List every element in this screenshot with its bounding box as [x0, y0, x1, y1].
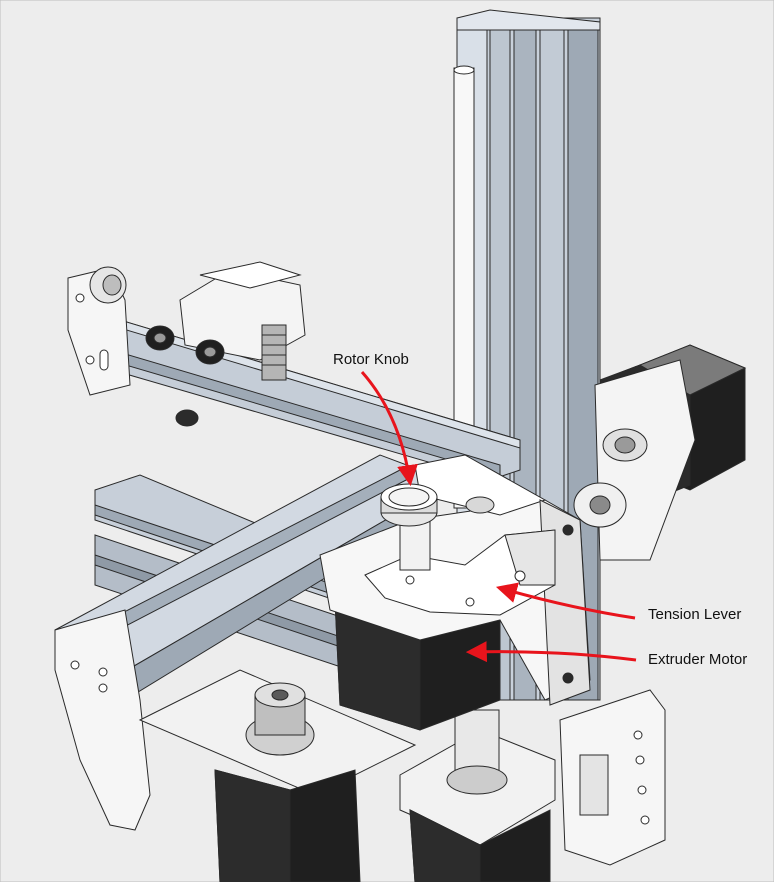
rotor-knob-arrow — [360, 371, 418, 487]
rotor-knob — [380, 483, 438, 571]
extruder-motor-arrow — [465, 641, 637, 663]
upper-left-bracket — [67, 266, 131, 396]
right-lower-bracket — [559, 689, 666, 866]
tension-lever-arrow — [495, 582, 636, 620]
right-carriage-plate — [573, 359, 696, 561]
filament-guide-rod — [453, 65, 475, 509]
tension-lever-label: Tension Lever — [648, 606, 742, 623]
lower-left-bracket — [54, 609, 151, 831]
lower-left-stepper-motor — [214, 769, 361, 882]
extruder-motor-label: Extruder Motor — [648, 651, 748, 668]
rotor-knob-label: Rotor Knob — [333, 351, 409, 368]
hotend-carriage — [145, 261, 306, 427]
lower-right-stepper-motor — [399, 709, 556, 882]
lower-motor-plate — [138, 669, 417, 796]
annotation-arrows — [360, 371, 637, 663]
